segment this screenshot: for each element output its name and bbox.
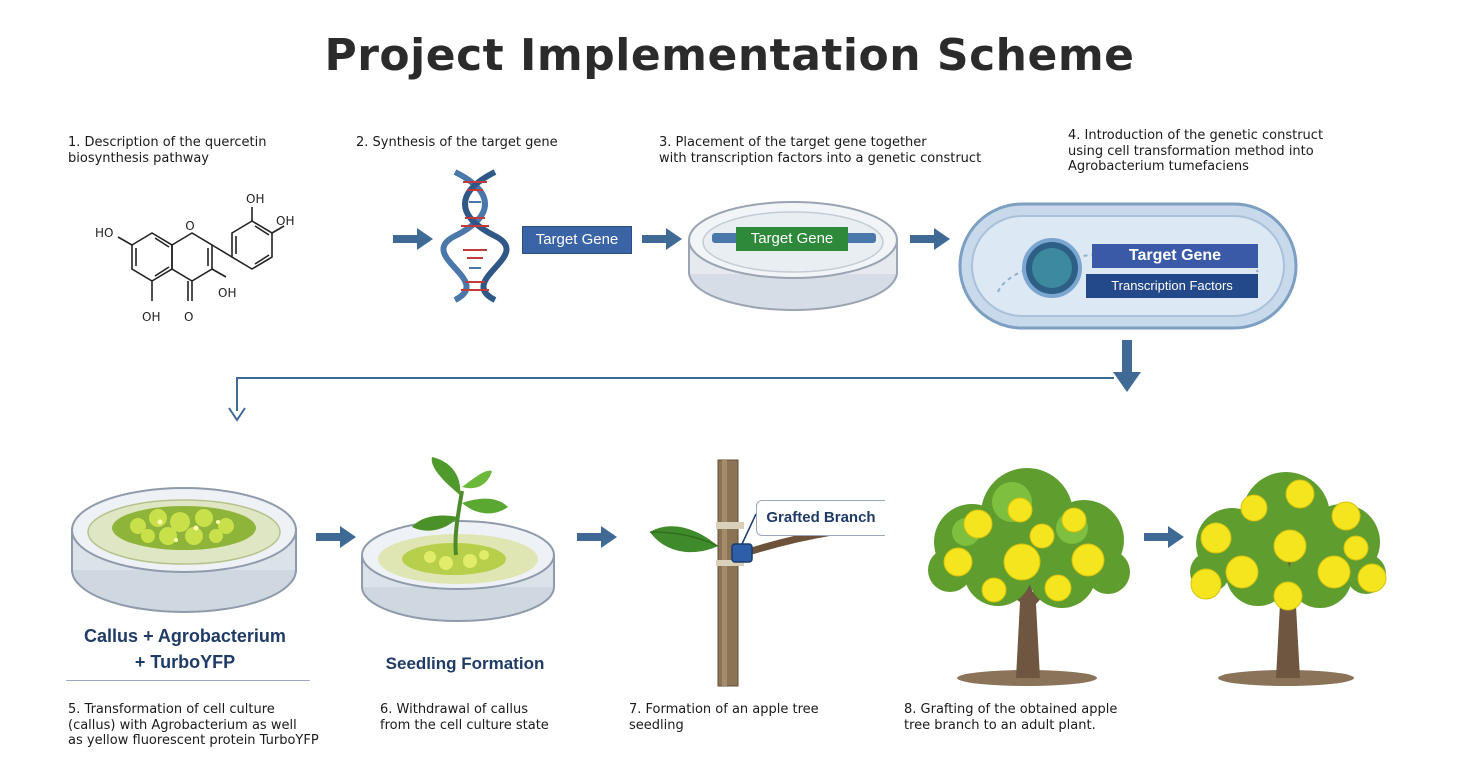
oh-label-b2: OH xyxy=(276,214,294,228)
callus-petri-dish xyxy=(71,487,297,613)
step-3-caption: 3. Placement of the target gene together… xyxy=(659,135,982,166)
target-gene-label-3: Target Gene xyxy=(1092,244,1258,268)
dna-helix-icon xyxy=(440,169,510,303)
ring-oxygen-label: O xyxy=(185,219,194,233)
grafted-seedling xyxy=(649,459,833,687)
petri-dish-construct xyxy=(688,201,898,311)
quercetin-structure: O OH OH HO OH OH O xyxy=(95,192,294,324)
oh-label-c: OH xyxy=(218,286,236,300)
arrow-to-row-2 xyxy=(228,407,246,422)
callus-label-line-2: + TurboYFP xyxy=(134,652,236,672)
connector-line xyxy=(236,377,1114,379)
step-2-caption: 2. Synthesis of the target gene xyxy=(356,135,558,150)
arrow-6-to-7 xyxy=(577,526,617,548)
step-4-caption: 4. Introduction of the genetic construct… xyxy=(1068,128,1324,174)
callus-underline xyxy=(66,680,310,681)
arrow-8-tree-to-tree xyxy=(1144,526,1184,548)
target-gene-label-2: Target Gene xyxy=(736,227,848,251)
arrow-1-to-2 xyxy=(393,228,433,250)
callus-label-line-1: Callus + Agrobacterium xyxy=(84,626,286,646)
carbonyl-oxygen-label: O xyxy=(184,310,193,324)
arrow-4-down xyxy=(1113,340,1141,392)
page-title: Project Implementation Scheme xyxy=(324,30,1135,81)
grafted-branch-label: Grafted Branch xyxy=(756,500,885,536)
apple-tree-after xyxy=(1190,472,1387,686)
apple-tree-before xyxy=(928,468,1130,686)
step-6-caption: 6. Withdrawal of callus from the cell cu… xyxy=(380,702,549,733)
oh-label-a2: OH xyxy=(142,310,160,324)
step-5-caption: 5. Transformation of cell culture (callu… xyxy=(68,702,319,748)
step-8-caption: 8. Grafting of the obtained apple tree b… xyxy=(904,702,1118,733)
step-1-caption: 1. Description of the quercetin biosynth… xyxy=(68,135,267,166)
target-gene-label-1: Target Gene xyxy=(522,226,632,254)
step-7-caption: 7. Formation of an apple tree seedling xyxy=(629,702,819,733)
arrow-2-to-3 xyxy=(642,228,682,250)
ho-label-a: HO xyxy=(95,226,113,240)
arrow-3-to-4 xyxy=(910,228,950,250)
seedling-label: Seedling Formation xyxy=(385,654,545,673)
seedling-petri-dish xyxy=(361,457,555,622)
arrow-5-to-6 xyxy=(316,526,356,548)
transcription-factors-label: Transcription Factors xyxy=(1086,274,1258,298)
connector-drop xyxy=(236,377,238,411)
oh-label-b1: OH xyxy=(246,192,264,206)
